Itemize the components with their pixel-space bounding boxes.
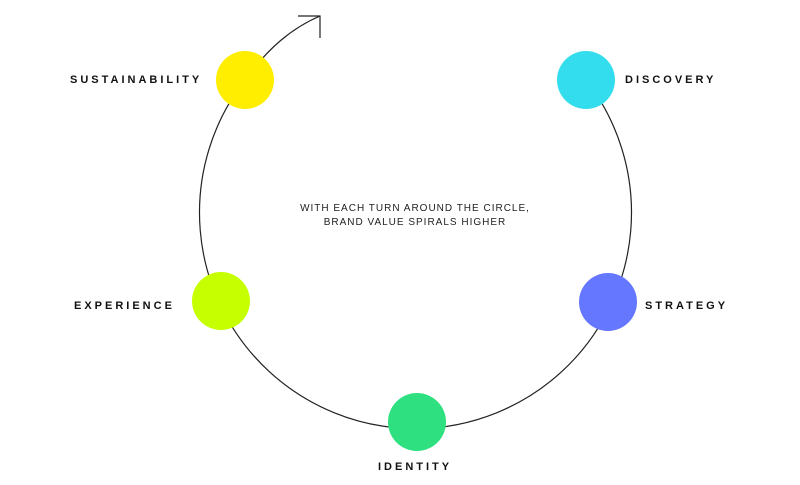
stage-circle-identity xyxy=(388,393,446,451)
stage-label-sustainability: SUSTAINABILITY xyxy=(70,74,203,86)
stage-circle-discovery xyxy=(557,51,615,109)
stage-label-experience: EXPERIENCE xyxy=(74,300,175,312)
center-caption-line-2: BRAND VALUE SPIRALS HIGHER xyxy=(323,217,507,228)
stage-label-strategy: STRATEGY xyxy=(645,300,729,312)
stage-circle-sustainability xyxy=(216,51,274,109)
arrow-head-icon xyxy=(298,15,321,38)
center-caption-line-1: WITH EACH TURN AROUND THE CIRCLE, xyxy=(300,203,530,214)
stage-circle-experience xyxy=(192,272,250,330)
stage-label-discovery: DISCOVERY xyxy=(625,74,717,86)
stage-circle-strategy xyxy=(579,273,637,331)
center-caption: WITH EACH TURN AROUND THE CIRCLE, BRAND … xyxy=(230,202,600,230)
stage-label-identity: IDENTITY xyxy=(378,461,453,473)
